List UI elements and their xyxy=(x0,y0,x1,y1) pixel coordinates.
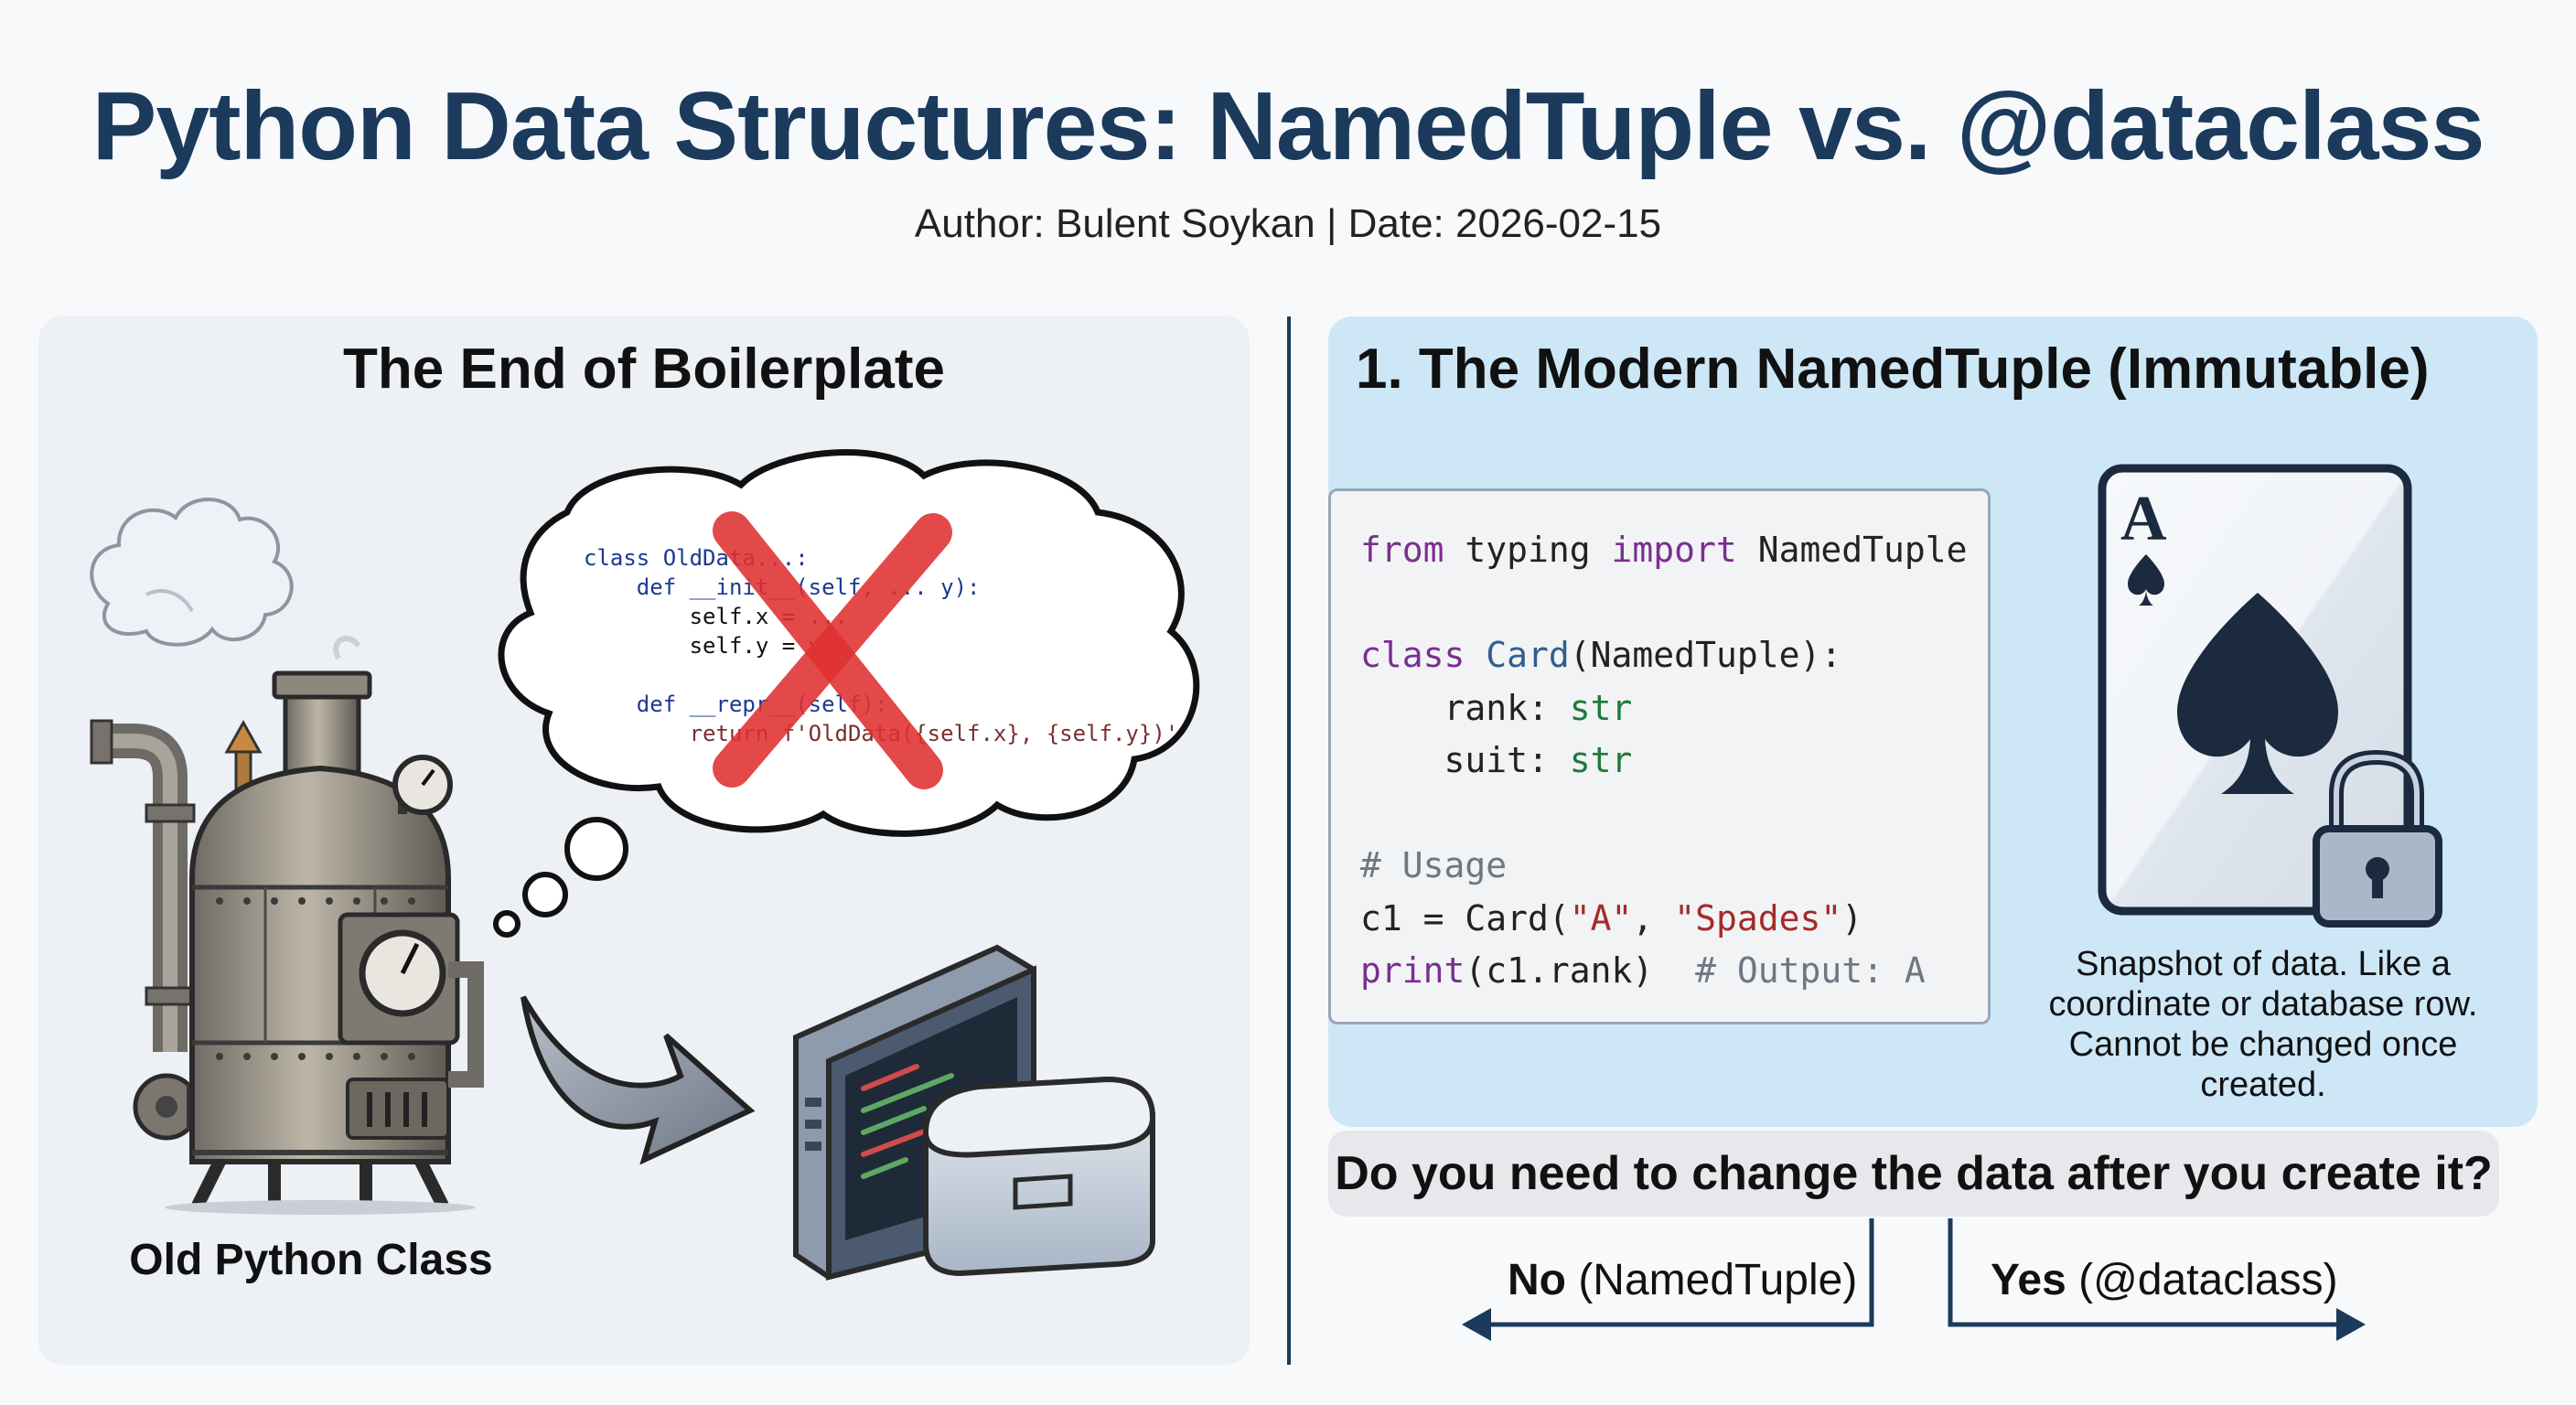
card-rank: A xyxy=(2120,484,2167,554)
code-line: c1 = Card("A", "Spades") xyxy=(1360,893,1988,946)
no-branch-arrow xyxy=(1462,1218,1874,1341)
code-token: str xyxy=(1569,740,1633,780)
code-token: "A" xyxy=(1569,897,1633,938)
code-line: # Usage xyxy=(1360,840,1988,893)
code-token xyxy=(1465,635,1486,675)
code-line: suit: str xyxy=(1360,735,1988,788)
code-line: rank: str xyxy=(1360,682,1988,735)
code-line: print(c1.rank) # Output: A xyxy=(1360,945,1988,998)
code-token: str xyxy=(1569,687,1633,728)
data-container-icon xyxy=(793,944,1156,1281)
left-panel-heading: The End of Boilerplate xyxy=(343,338,945,401)
answer-no-namedtuple: No (NamedTuple) xyxy=(1508,1255,1857,1305)
vertical-divider xyxy=(1287,316,1291,1365)
code-token: ) xyxy=(1841,897,1863,938)
steam-icon xyxy=(90,498,361,660)
page-title: Python Data Structures: NamedTuple vs. @… xyxy=(91,72,2485,180)
red-x-icon xyxy=(713,511,952,789)
code-token: suit: xyxy=(1360,740,1570,780)
answer-yes-strong: Yes xyxy=(1991,1256,2066,1304)
code-token: print xyxy=(1360,950,1465,991)
decision-question: Do you need to change the data after you… xyxy=(1328,1131,2499,1217)
right-panel-heading: 1. The Modern NamedTuple (Immutable) xyxy=(1356,338,2430,401)
code-line: from typing import NamedTuple xyxy=(1360,524,1988,577)
answer-no-strong: No xyxy=(1508,1256,1566,1304)
code-token: "Spades" xyxy=(1674,897,1842,938)
code-token: Card xyxy=(1486,635,1570,675)
card-caption: Snapshot of data. Like a coordinate or d… xyxy=(2048,945,2478,1104)
code-token: import xyxy=(1611,530,1737,570)
code-token: (NamedTuple): xyxy=(1569,635,1842,675)
yes-branch-arrow xyxy=(1948,1218,2366,1341)
transform-arrow-icon xyxy=(521,995,756,1165)
byline: Author: Bulent Soykan | Date: 2026-02-15 xyxy=(914,201,1662,246)
thought-code-line: def __repr__(self): xyxy=(584,692,887,717)
code-line-blank xyxy=(1360,577,1988,630)
answer-yes-dataclass: Yes (@dataclass) xyxy=(1991,1255,2338,1305)
code-line-blank xyxy=(1360,788,1988,841)
answer-yes-rest: (@dataclass) xyxy=(2066,1256,2338,1304)
code-token: , xyxy=(1632,897,1675,938)
code-token: # Usage xyxy=(1360,845,1508,885)
steam-boiler-icon xyxy=(90,670,484,1215)
code-token: rank: xyxy=(1360,687,1570,728)
code-token: class xyxy=(1360,635,1465,675)
lock-icon xyxy=(2313,749,2442,928)
old-python-class-label: Old Python Class xyxy=(129,1236,493,1284)
code-line: class Card(NamedTuple): xyxy=(1360,629,1988,682)
code-token: typing xyxy=(1444,530,1612,570)
code-token: c1 = Card( xyxy=(1360,897,1570,938)
code-token: (c1.rank) xyxy=(1465,950,1696,991)
thought-code-line: self.y = y xyxy=(584,633,821,659)
answer-no-rest: (NamedTuple) xyxy=(1565,1256,1858,1304)
code-token: from xyxy=(1360,530,1444,570)
code-token: NamedTuple xyxy=(1736,530,1968,570)
code-token: # Output: A xyxy=(1695,950,1926,991)
